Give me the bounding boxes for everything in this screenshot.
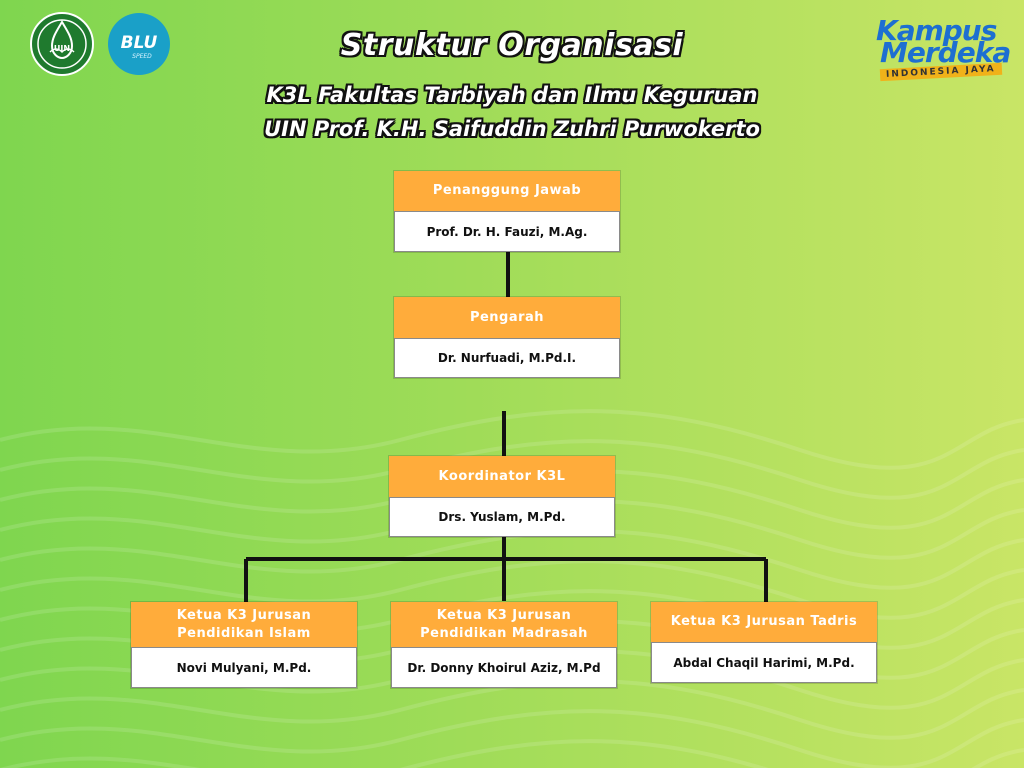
role-label: Ketua K3 Jurusan Tadris: [651, 602, 877, 642]
box-penanggung-jawab: Penanggung Jawab Prof. Dr. H. Fauzi, M.A…: [394, 171, 620, 252]
box-ketua-pendidikan-islam: Ketua K3 Jurusan Pendidikan Islam Novi M…: [131, 602, 357, 688]
role-label: Ketua K3 Jurusan Pendidikan Madrasah: [391, 602, 617, 647]
page-subtitle-line2: UIN Prof. K.H. Saifuddin Zuhri Purwokert…: [264, 117, 760, 141]
person-name: Dr. Nurfuadi, M.Pd.I.: [394, 338, 620, 378]
box-pengarah: Pengarah Dr. Nurfuadi, M.Pd.I.: [394, 297, 620, 378]
role-label: Koordinator K3L: [389, 456, 615, 497]
blu-speed-logo: BLU SPEED: [108, 13, 170, 75]
page-subtitle-line1: K3L Fakultas Tarbiyah dan Ilmu Keguruan: [266, 83, 758, 107]
uin-logo-text: UIN: [54, 44, 70, 53]
kampus-merdeka-logo: Kampus Merdeka INDONESIA JAYA: [874, 14, 1011, 84]
person-name: Abdal Chaqil Harimi, M.Pd.: [651, 642, 877, 683]
role-label: Pengarah: [394, 297, 620, 338]
person-name: Prof. Dr. H. Fauzi, M.Ag.: [394, 211, 620, 252]
box-ketua-tadris: Ketua K3 Jurusan Tadris Abdal Chaqil Har…: [651, 602, 877, 683]
role-label: Ketua K3 Jurusan Pendidikan Islam: [131, 602, 357, 647]
page-title: Struktur Organisasi: [340, 28, 684, 63]
box-koordinator: Koordinator K3L Drs. Yuslam, M.Pd.: [389, 456, 615, 537]
person-name: Novi Mulyani, M.Pd.: [131, 647, 357, 688]
role-label: Penanggung Jawab: [394, 171, 620, 211]
blu-logo-text: BLU: [121, 33, 158, 53]
person-name: Drs. Yuslam, M.Pd.: [389, 497, 615, 537]
kampus-text: Kampus: [876, 14, 997, 47]
person-name: Dr. Donny Khoirul Aziz, M.Pd: [391, 647, 617, 688]
uin-logo: UIN: [30, 12, 94, 76]
box-ketua-pendidikan-madrasah: Ketua K3 Jurusan Pendidikan Madrasah Dr.…: [391, 602, 617, 688]
blu-logo-subtext: SPEED: [132, 53, 152, 60]
